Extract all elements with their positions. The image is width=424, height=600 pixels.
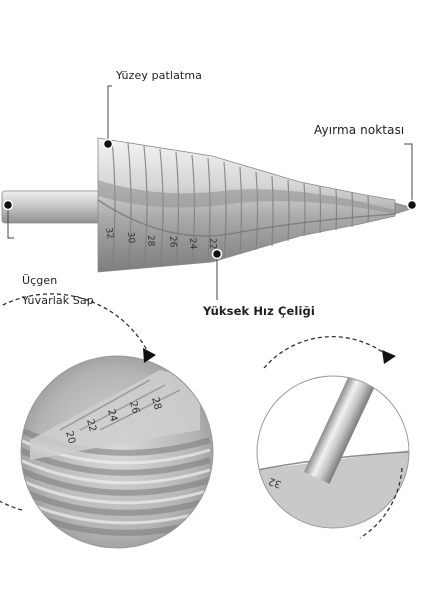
label-triangle-shank-line2: Yuvarlak Sap xyxy=(22,294,94,307)
detail-step-label: 22 xyxy=(84,418,98,433)
callout-line-split xyxy=(404,143,413,205)
drill-step-label: 24 xyxy=(187,238,197,250)
rotation-arc-right-lower xyxy=(359,467,403,539)
label-split-point: Ayırma noktası xyxy=(314,123,405,137)
drill-step-label: 28 xyxy=(145,235,155,247)
callout-dot-triangle xyxy=(2,199,14,211)
callout-dot-hss xyxy=(211,248,223,260)
label-surface-blast: Yüzey patlatma xyxy=(116,69,202,82)
callout-dot-surface xyxy=(102,138,114,150)
callout-dot-split xyxy=(406,199,418,211)
detail-step-label: 24 xyxy=(105,408,119,423)
drill-step-label: 32 xyxy=(103,227,115,240)
detail-step-label: 28 xyxy=(149,396,163,411)
label-triangle-shank-line1: Üçgen xyxy=(22,274,58,287)
drill-tip xyxy=(394,202,416,215)
detail-step-label: 26 xyxy=(127,400,141,415)
step-drill-bit xyxy=(1,137,416,273)
detail-right-step-label: 32 xyxy=(267,475,283,490)
drill-step-label: 30 xyxy=(125,231,136,244)
callout-line-surface xyxy=(107,85,112,142)
detail-left xyxy=(20,355,214,549)
drill-cone xyxy=(97,137,396,273)
rotation-arrow-left-icon xyxy=(143,348,156,363)
rotation-arrow-right-icon xyxy=(382,350,396,364)
drill-step-label: 22 xyxy=(207,238,217,250)
callout-lines xyxy=(7,85,413,300)
detail-left-step-labels: 28 26 24 22 20 xyxy=(63,396,163,445)
drill-shank xyxy=(1,190,103,224)
detail-right xyxy=(256,375,410,529)
drill-flute xyxy=(98,180,395,214)
label-high-speed-steel: Yüksek Hız Çeliği xyxy=(203,304,315,318)
callout-dots xyxy=(2,138,418,260)
detail-step-label: 20 xyxy=(63,430,77,445)
callout-line-triangle xyxy=(7,205,14,239)
drill-step-labels: 32 30 28 26 24 22 xyxy=(103,227,217,250)
drill-step-label: 26 xyxy=(167,236,177,248)
rotation-arc-right xyxy=(263,336,389,369)
